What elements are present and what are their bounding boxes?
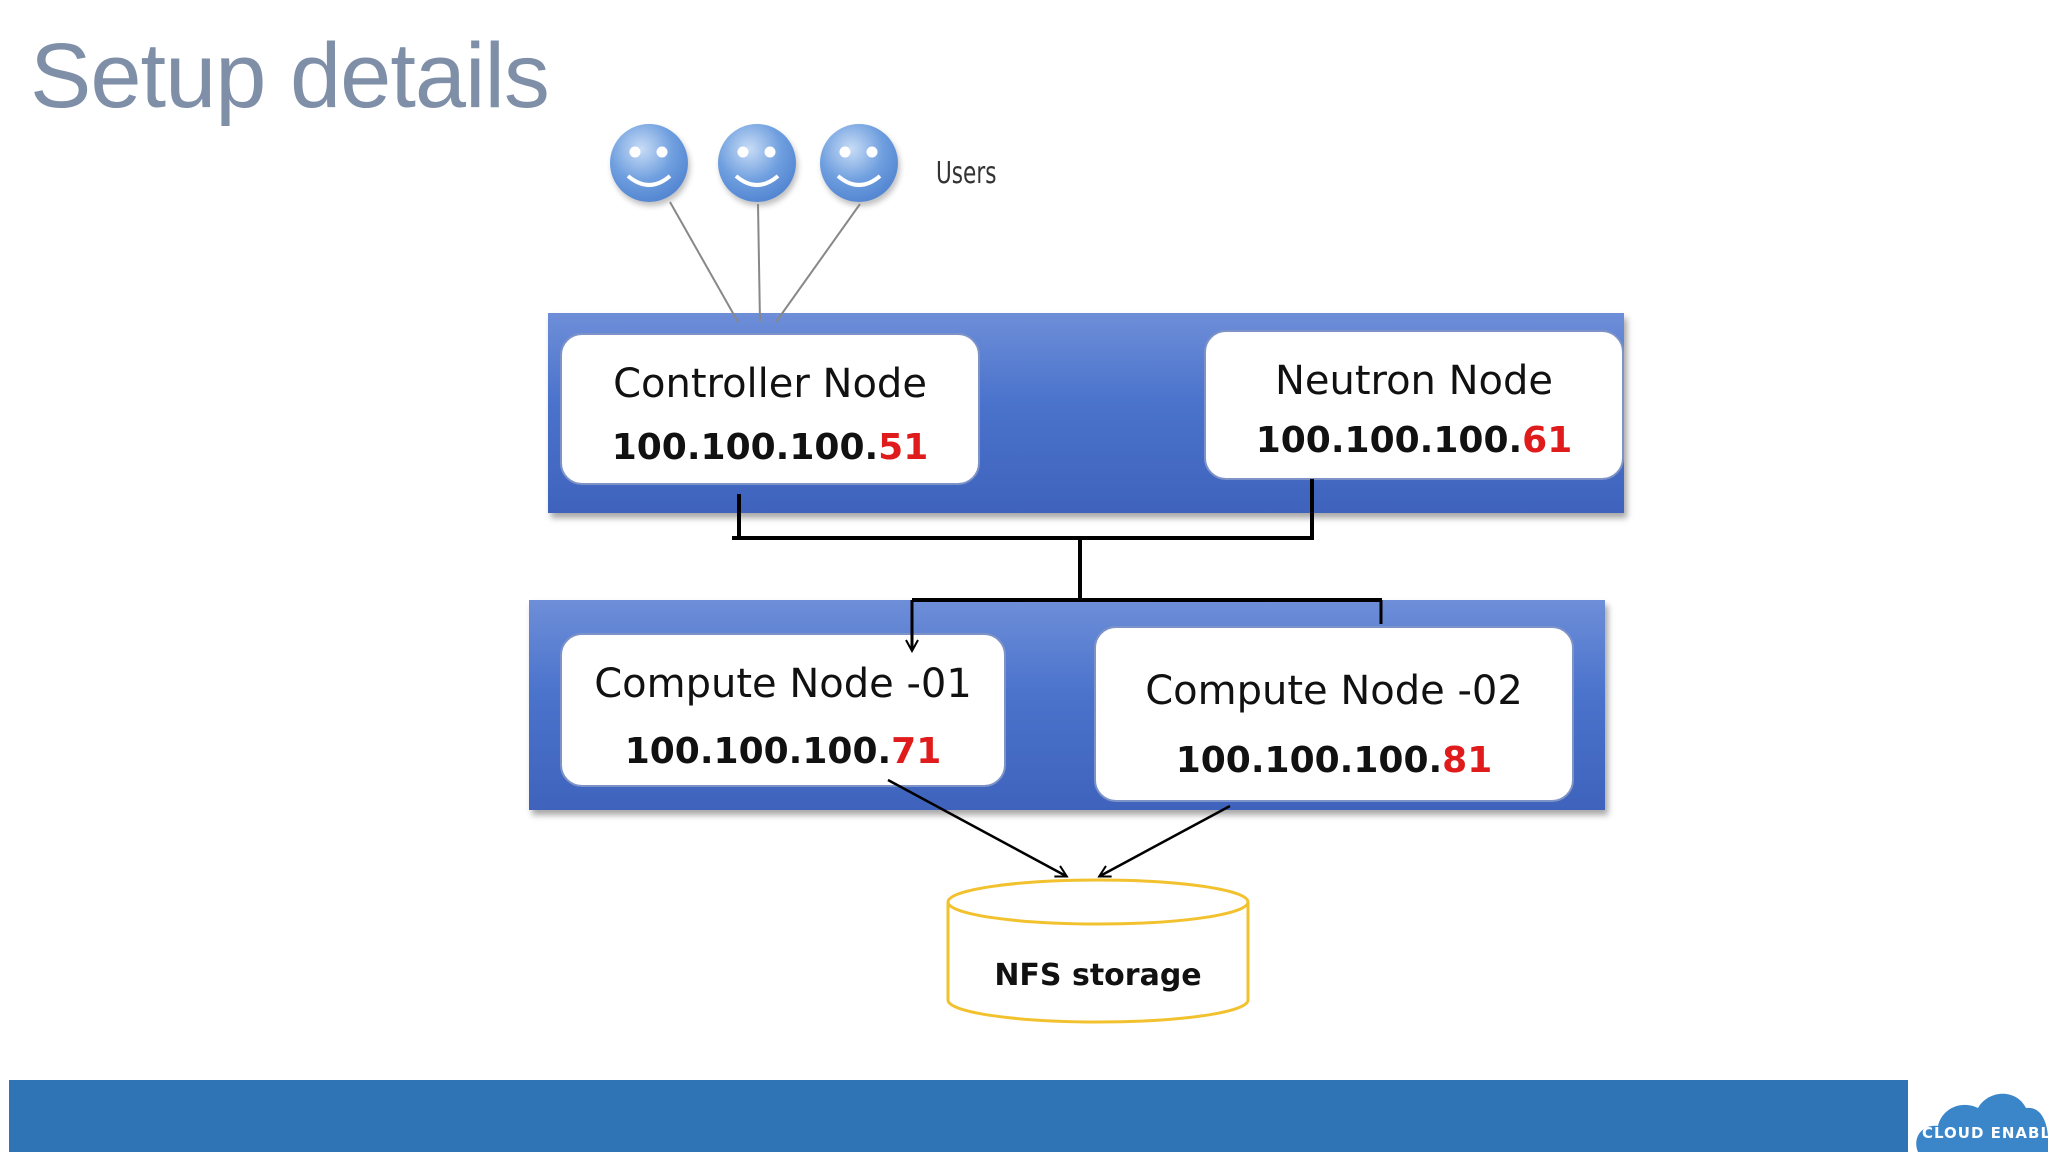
footer-bar <box>9 1080 1908 1152</box>
ip-last-octet: 51 <box>878 427 929 468</box>
compute-node-01-ip: 100.100.100.71 <box>562 731 1004 772</box>
cloud-enabled-logo-text: CLOUD ENABLED <box>1922 1124 2048 1142</box>
compute-node-01: Compute Node -01 100.100.100.71 <box>560 633 1006 787</box>
neutron-node-name: Neutron Node <box>1274 358 1554 404</box>
cloud-logo-icon <box>1916 1093 2048 1152</box>
controller-node-ip: 100.100.100.51 <box>562 427 978 468</box>
controller-node-name: Controller Node <box>613 361 927 407</box>
ip-prefix: 100.100.100. <box>1255 420 1523 461</box>
slide-title: Setup details <box>30 25 550 127</box>
user-link-line <box>669 201 739 323</box>
compute-node-02-name: Compute Node -02 <box>1145 668 1523 714</box>
compute-02-to-storage-arrow <box>1100 804 1231 876</box>
ip-prefix: 100.100.100. <box>611 427 879 468</box>
user-smiley-icon <box>718 124 796 202</box>
controller-node: Controller Node 100.100.100.51 <box>560 333 980 485</box>
compute-01-to-storage-arrow <box>887 778 1066 876</box>
smiley-faces <box>626 146 882 187</box>
ip-last-octet: 71 <box>891 731 942 772</box>
ip-prefix: 100.100.100. <box>624 731 892 772</box>
users-label: Users <box>936 156 997 191</box>
ip-prefix: 100.100.100. <box>1175 740 1443 781</box>
compute-node-01-name: Compute Node -01 <box>594 661 972 707</box>
ip-last-octet: 61 <box>1522 420 1573 461</box>
compute-node-02: Compute Node -02 100.100.100.81 <box>1094 626 1574 802</box>
neutron-node: Neutron Node 100.100.100.61 <box>1204 330 1624 480</box>
user-link-line <box>757 203 761 323</box>
compute-node-02-ip: 100.100.100.81 <box>1096 740 1572 781</box>
user-smiley-icon <box>820 124 898 202</box>
neutron-node-ip: 100.100.100.61 <box>1206 420 1622 461</box>
nfs-storage-label: NFS storage <box>994 958 1202 993</box>
ip-last-octet: 81 <box>1442 740 1493 781</box>
user-smiley-icon <box>610 124 688 202</box>
nfs-storage-cylinder <box>946 878 1250 1024</box>
user-link-line <box>775 203 861 323</box>
